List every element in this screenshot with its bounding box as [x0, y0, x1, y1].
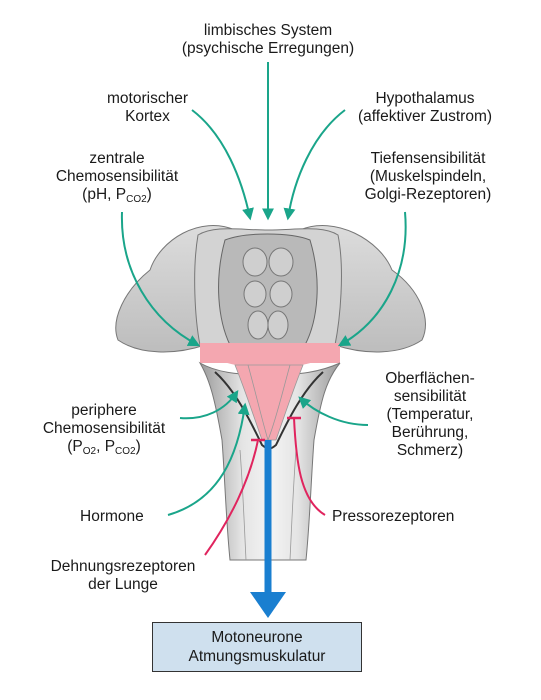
stretch-line-1: Dehnungsrezeptoren	[50, 558, 196, 575]
pressoreceptor-arrow	[293, 417, 326, 516]
stretch-line-2: der Lunge	[88, 576, 158, 593]
surface-sens-line-5: Schmerz)	[396, 442, 464, 459]
central-chemo-line-1: zentrale	[89, 150, 145, 167]
label-central-chemosensitivity: zentrale Chemosensibilität (pH, PCO2)	[42, 150, 192, 205]
central-chemo-line-3: (pH, PCO2)	[82, 186, 152, 205]
motor-cortex-line-1: motorischer	[107, 90, 188, 107]
label-motor-cortex: motorischer Kortex	[90, 90, 205, 126]
hormones-text: Hormone	[80, 508, 144, 525]
hypothalamus-line-1: Hypothalamus	[375, 90, 475, 107]
limbic-line-2: (psychische Erregungen)	[181, 40, 355, 57]
deep-sens-arrow	[337, 211, 407, 347]
limbic-line-1: limbisches System	[203, 22, 333, 39]
peripheral-chemo-arrow	[179, 390, 239, 420]
label-deep-sensitivity: Tiefensensibilität (Muskelspindeln, Golg…	[348, 150, 508, 204]
label-surface-sensitivity: Oberflächen- sensibilität (Temperatur, B…	[365, 370, 495, 460]
central-chemo-arrow	[120, 211, 201, 347]
peripheral-chemo-line-3: (PO2, PCO2)	[67, 438, 141, 457]
deep-sens-line-3: Golgi-Rezeptoren)	[364, 186, 492, 203]
label-peripheral-chemosensitivity: periphere Chemosensibilität (PO2, PCO2)	[28, 402, 180, 457]
label-hormones: Hormone	[80, 508, 144, 526]
surface-sens-arrow	[298, 396, 369, 426]
label-stretch-receptors: Dehnungsrezeptoren der Lunge	[28, 558, 218, 594]
surface-sens-line-3: (Temperatur,	[386, 406, 474, 423]
peripheral-chemo-line-1: periphere	[71, 402, 137, 419]
pressoreceptors-text: Pressorezeptoren	[332, 508, 455, 525]
motor-cortex-line-2: Kortex	[125, 108, 170, 125]
output-box-line-2: Atmungsmuskulatur	[188, 648, 326, 665]
hormones-arrow	[167, 402, 250, 516]
deep-sens-line-2: (Muskelspindeln,	[369, 168, 487, 185]
surface-sens-line-1: Oberflächen-	[385, 370, 475, 387]
surface-sens-line-2: sensibilität	[393, 388, 467, 405]
hypothalamus-line-2: (affektiver Zustrom)	[357, 108, 493, 125]
output-box-motoneurons: Motoneurone Atmungsmuskulatur	[152, 622, 362, 672]
deep-sens-line-1: Tiefensensibilität	[370, 150, 486, 167]
surface-sens-line-4: Berührung,	[391, 424, 469, 441]
efferent-arrow-head	[250, 592, 286, 618]
output-box-line-1: Motoneurone	[211, 629, 303, 646]
label-limbic-system: limbisches System (psychische Erregungen…	[160, 22, 376, 58]
peripheral-chemo-line-2: Chemosensibilität	[42, 420, 166, 437]
label-hypothalamus: Hypothalamus (affektiver Zustrom)	[340, 90, 510, 126]
label-pressoreceptors: Pressorezeptoren	[332, 508, 454, 526]
stretch-receptor-arrow	[204, 439, 259, 556]
motor-cortex-arrow	[191, 109, 254, 221]
hypothalamus-arrow	[283, 109, 346, 221]
central-chemo-line-2: Chemosensibilität	[55, 168, 179, 185]
